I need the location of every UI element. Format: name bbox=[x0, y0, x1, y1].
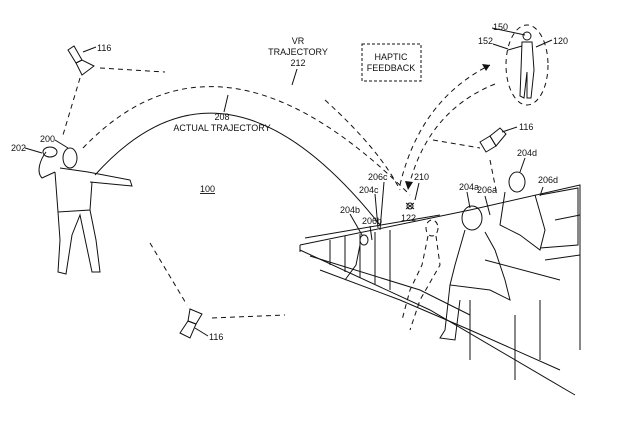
leader-line bbox=[466, 191, 471, 209]
leader-line bbox=[414, 182, 420, 201]
leader-line bbox=[291, 68, 298, 86]
actual-trajectory-arc bbox=[94, 112, 381, 226]
label-120: 120 bbox=[553, 36, 568, 46]
thrower-figure bbox=[38, 146, 133, 275]
actual-label-ref: 208 bbox=[214, 112, 229, 122]
stadium-seating bbox=[299, 184, 581, 396]
label-152: 152 bbox=[478, 36, 493, 46]
camera-sightline bbox=[211, 314, 286, 319]
leader-line bbox=[484, 195, 491, 216]
camera-sightline bbox=[62, 77, 81, 136]
label-210: 210 bbox=[414, 172, 429, 182]
label-204b: 204b bbox=[340, 205, 360, 215]
camera-icon bbox=[67, 45, 95, 76]
spectator-d bbox=[499, 171, 546, 251]
vr-label-line1: VR bbox=[292, 36, 305, 46]
camera-sightline bbox=[432, 139, 481, 149]
leader-line bbox=[82, 46, 97, 53]
leader-line bbox=[491, 27, 526, 36]
label-206c: 206c bbox=[368, 172, 388, 182]
haptic-line2: FEEDBACK bbox=[367, 63, 416, 73]
leader-line bbox=[539, 186, 544, 197]
remote-user-ellipse bbox=[505, 24, 549, 106]
label-116-right: 116 bbox=[519, 122, 533, 132]
label-206a: 206a bbox=[477, 185, 497, 195]
spectator-c bbox=[401, 219, 441, 331]
vr-label-ref: 212 bbox=[290, 58, 305, 68]
label-200: 200 bbox=[40, 134, 55, 144]
leader-line bbox=[54, 139, 69, 149]
camera-sightline bbox=[489, 159, 498, 196]
label-116-top: 116 bbox=[97, 43, 111, 53]
haptic-line1: HAPTIC bbox=[374, 52, 408, 62]
spectator-a bbox=[439, 205, 511, 341]
vr-label-line2: TRAJECTORY bbox=[268, 47, 328, 57]
spectator-b bbox=[344, 234, 369, 281]
actual-label-text: ACTUAL TRAJECTORY bbox=[173, 123, 270, 133]
arrow-head bbox=[405, 181, 413, 190]
leader-line bbox=[369, 225, 373, 241]
leader-line bbox=[24, 147, 43, 154]
label-204c: 204c bbox=[359, 185, 379, 195]
leader-line bbox=[492, 43, 509, 50]
label-206d: 206d bbox=[538, 175, 558, 185]
leader-line bbox=[535, 39, 553, 48]
camera-sightline bbox=[99, 67, 166, 73]
leader-line bbox=[194, 327, 209, 337]
label-116-bottom: 116 bbox=[209, 332, 223, 342]
virtual-object-icon bbox=[405, 202, 415, 210]
vr-trajectory-arc bbox=[82, 86, 411, 196]
scene-ref-label: 100 bbox=[200, 184, 215, 194]
thrown-object bbox=[42, 146, 58, 158]
label-206b: 206b bbox=[362, 216, 382, 226]
camera-icon bbox=[179, 308, 203, 339]
camera-sightline bbox=[149, 242, 188, 306]
label-150: 150 bbox=[493, 22, 508, 32]
leader-line bbox=[349, 213, 363, 236]
vr-trajectory-tail bbox=[324, 99, 401, 191]
label-202: 202 bbox=[11, 143, 26, 153]
leader-line bbox=[223, 94, 229, 113]
label-204d: 204d bbox=[517, 148, 537, 158]
label-204a: 204a bbox=[459, 182, 479, 192]
leader-line bbox=[519, 157, 526, 173]
haptic-feedback-box bbox=[361, 43, 422, 82]
camera-icon bbox=[479, 127, 507, 153]
leader-line bbox=[501, 126, 518, 133]
haptic-arrow-up bbox=[399, 64, 491, 186]
arrow-head bbox=[482, 64, 490, 71]
remote-user-figure bbox=[507, 31, 535, 99]
label-122: 122 bbox=[401, 213, 416, 223]
leader-line bbox=[379, 181, 385, 231]
haptic-arrow-down bbox=[409, 83, 496, 183]
leader-line bbox=[374, 193, 379, 229]
